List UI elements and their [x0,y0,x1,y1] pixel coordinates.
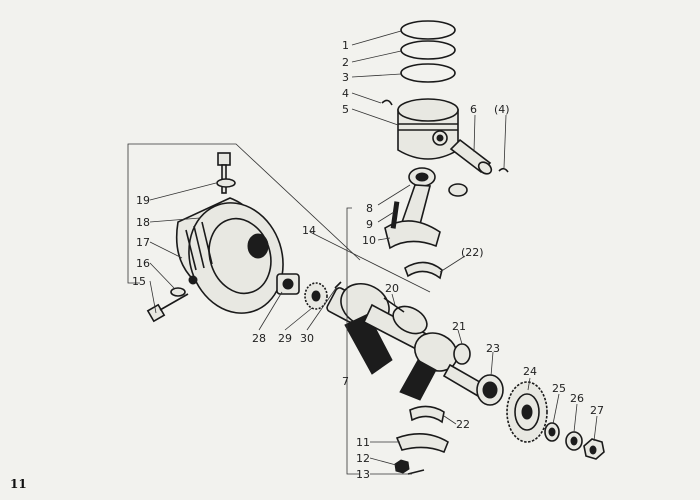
connecting-rod [384,167,441,250]
callout-22: 22 [456,418,470,431]
leader-lines [127,30,598,475]
piston-pin-circlip-4 [381,99,393,106]
washer-25 [544,422,560,442]
nut-27 [583,438,605,460]
small-end-bushing [448,183,468,197]
callout-26: 26 [570,392,584,405]
callout-27: 27 [590,404,604,417]
washer-16 [170,287,186,297]
callout-15: 15 [132,275,146,288]
big-end-bearing-lower-22 [409,405,445,424]
callout-30: 30 [300,332,314,345]
housing-bolt-15 [146,293,189,323]
piston-pin [449,138,493,175]
lock-washer-26 [565,431,583,451]
callout-3: 3 [342,71,349,84]
crankshaft [326,282,487,401]
piston-ring-1 [400,20,456,40]
piston [397,98,459,160]
callout-labels: 1 2 3 4 5 6 (4) 8 9 10 (22) 14 19 18 17 … [132,39,604,481]
callout-16: 16 [136,257,150,270]
callout-5: 5 [342,103,349,116]
key-30 [334,281,342,289]
callout-1: 1 [342,39,349,52]
bearing-housing [175,197,284,314]
cotter-pin-13 [407,469,425,475]
callout-28: 28 [252,332,266,345]
callout-4-ref: (4) [494,103,510,116]
bearing-28 [276,273,300,295]
callout-14: 14 [302,224,316,237]
callout-12: 12 [356,452,370,465]
callout-9: 9 [366,218,373,231]
piston-ring-2 [400,40,456,60]
crank-pin-20 [383,297,405,313]
main-bearing-23 [476,374,504,406]
callout-20: 20 [385,282,399,295]
drive-gear-24 [506,381,548,443]
callout-18: 18 [136,216,150,229]
callout-11: 11 [356,436,370,449]
piston-ring-3 [400,63,456,83]
oil-seal-21 [453,343,471,365]
gear-29 [304,282,328,310]
callout-22-ref: (22) [461,246,484,259]
big-end-cap-11 [395,433,449,454]
callout-13: 13 [356,468,370,481]
callout-17: 17 [136,236,150,249]
big-end-bearing-upper [404,261,443,280]
callout-25: 25 [552,382,566,395]
page-number: 11 [10,477,27,491]
callout-21: 21 [452,320,466,333]
callout-8: 8 [366,202,373,215]
callout-29: 29 [278,332,292,345]
callout-24: 24 [523,365,537,378]
callout-6: 6 [470,103,477,116]
piston-pin-circlip-right [498,167,509,173]
washer-18 [216,178,236,188]
callout-2: 2 [342,56,349,69]
callout-23: 23 [486,342,500,355]
callout-19: 19 [136,194,150,207]
cap-nut-12 [394,459,410,474]
callout-4: 4 [342,87,349,100]
callout-7: 7 [342,375,349,388]
callout-10: 10 [362,234,376,247]
